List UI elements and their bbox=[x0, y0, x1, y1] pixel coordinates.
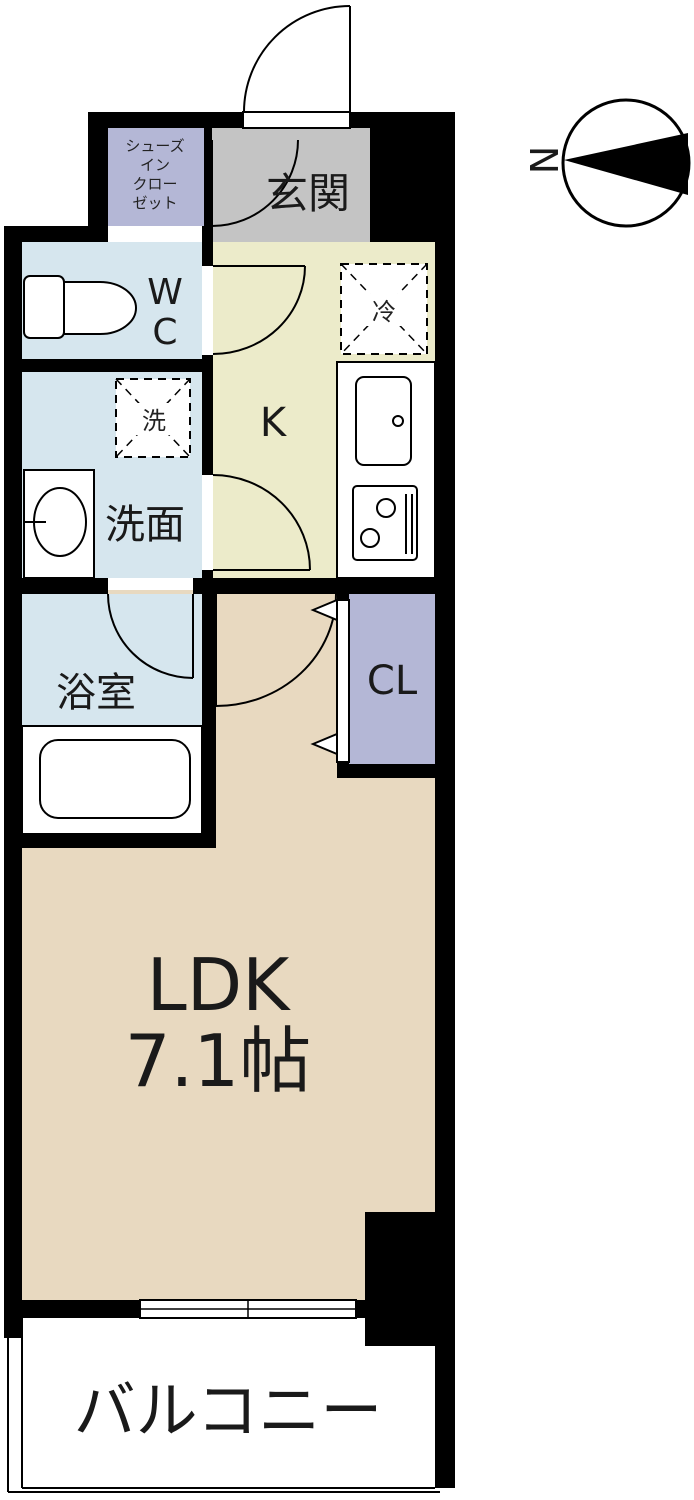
closet-door-marks bbox=[310, 598, 350, 763]
balcony-floor bbox=[22, 1318, 435, 1488]
entrance-floor bbox=[212, 128, 370, 242]
closet-label: CL bbox=[367, 658, 418, 704]
toilet-icon bbox=[23, 275, 137, 339]
fridge-space-label: 冷 bbox=[372, 298, 396, 326]
washer-space-label: 洗 bbox=[142, 407, 166, 435]
kitchen-counter bbox=[336, 361, 436, 579]
wc-label-line-2: C bbox=[152, 312, 177, 353]
bathtub-icon bbox=[21, 725, 203, 835]
closet-floor bbox=[349, 594, 435, 764]
kitchen-label: K bbox=[260, 400, 288, 446]
shoe-closet-label-line-3: クロー bbox=[132, 175, 177, 193]
bathroom-label: 浴室 bbox=[56, 670, 136, 716]
shoe-closet-label-line-2: イン bbox=[140, 156, 170, 174]
balcony-railing bbox=[7, 1318, 440, 1493]
shoe-closet-floor bbox=[108, 128, 204, 226]
compass-north-label: N bbox=[521, 146, 565, 174]
washbasin-icon bbox=[23, 469, 95, 579]
balcony-label: バルコニー bbox=[74, 1374, 383, 1447]
entrance-door bbox=[242, 5, 351, 129]
entrance-label: 玄関 bbox=[266, 169, 350, 218]
shoe-closet-label: シューズ イン クロー ゼット bbox=[125, 137, 184, 212]
fridge-space-icon: 冷 bbox=[340, 263, 428, 355]
shoe-closet-label-line-4: ゼット bbox=[132, 194, 177, 212]
compass: N bbox=[521, 98, 691, 228]
ldk-label-line-1: LDK bbox=[147, 943, 292, 1027]
shoe-closet-label-line-1: シューズ bbox=[125, 137, 184, 155]
washer-space-icon: 洗 bbox=[115, 378, 191, 458]
washroom-label: 洗面 bbox=[105, 502, 185, 548]
compass-arrow-icon bbox=[564, 133, 688, 195]
ldk-label-line-2: 7.1帖 bbox=[125, 1019, 312, 1103]
wc-label-line-1: W bbox=[147, 272, 183, 313]
balcony-window bbox=[139, 1299, 357, 1319]
